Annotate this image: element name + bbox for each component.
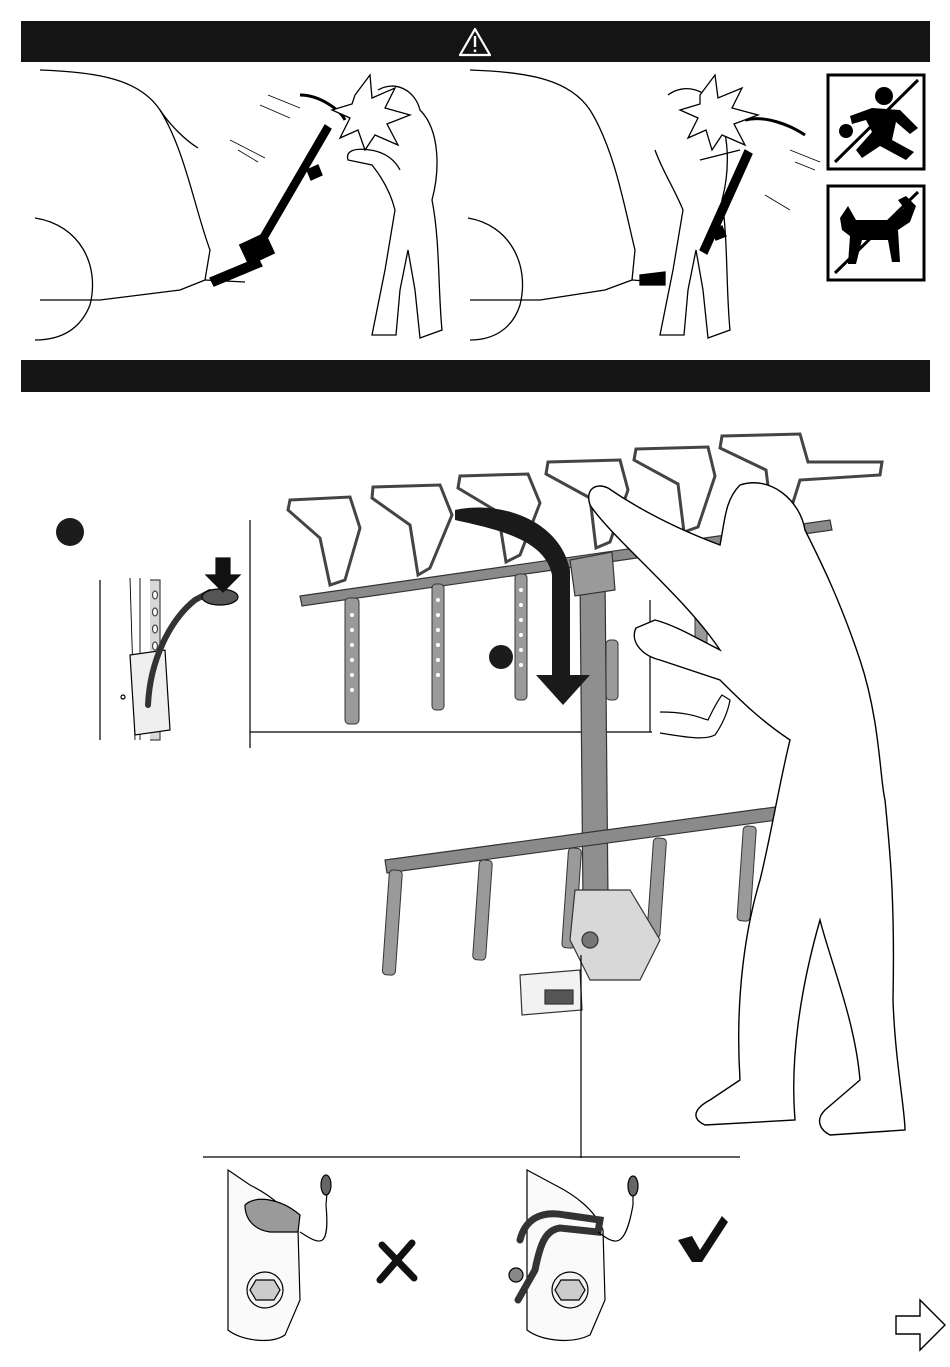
no-children-icon xyxy=(828,75,924,169)
warning-scene-right xyxy=(468,70,820,340)
warning-scene-left xyxy=(35,70,442,340)
correct-mark-icon xyxy=(678,1216,728,1262)
step-marker-2 xyxy=(489,645,513,669)
detail-incorrect xyxy=(228,1170,331,1340)
incorrect-mark-icon xyxy=(380,1243,414,1280)
next-page-arrow-icon[interactable] xyxy=(896,1300,945,1350)
warning-triangle-icon xyxy=(460,29,490,55)
flexed-arm-icon xyxy=(660,695,730,738)
press-down-arrow xyxy=(206,558,240,592)
lever-detail-inset xyxy=(100,520,250,748)
person-main xyxy=(589,483,905,1135)
rack-falling-left xyxy=(210,95,345,286)
impact-burst-right xyxy=(680,75,758,150)
step-marker-1 xyxy=(56,518,84,546)
no-pets-icon xyxy=(828,186,924,280)
rack-hitch xyxy=(520,890,660,1015)
detail-correct xyxy=(509,1170,638,1340)
rack-falling-right xyxy=(640,119,805,285)
